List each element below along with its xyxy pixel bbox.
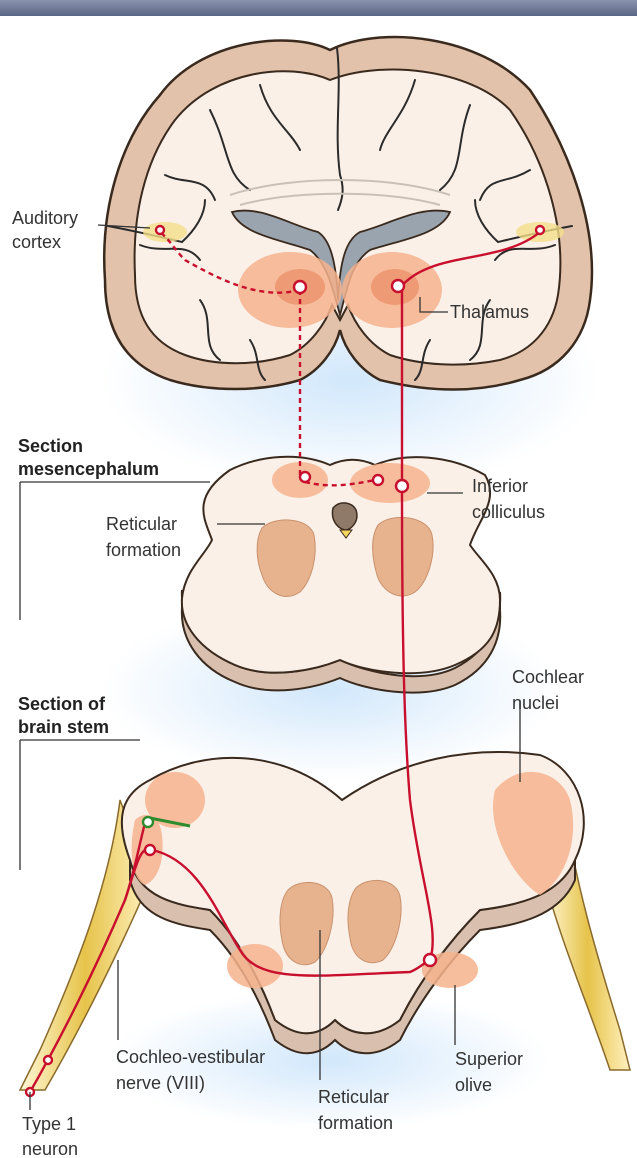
label-section-mesencephalum-line1: Section: [18, 436, 83, 456]
label-superior-olive-line2: olive: [455, 1075, 492, 1095]
label-superior-olive-line1: Superior: [455, 1049, 523, 1069]
label-auditory-cortex-line1: Auditory: [12, 208, 78, 228]
brain-coronal-section: [104, 37, 592, 389]
label-reticular-lower-line2: formation: [318, 1113, 393, 1133]
label-reticular-upper-line1: Reticular: [106, 514, 177, 534]
label-thalamus: Thalamus: [450, 302, 529, 322]
label-inferior-colliculus-line1: Inferior: [472, 476, 528, 496]
label-reticular-upper-line2: formation: [106, 540, 181, 560]
label-cochlear-nuclei-line1: Cochlear: [512, 667, 584, 687]
mesencephalum-section: [182, 457, 500, 693]
mesencephalum-surface: [182, 457, 500, 673]
label-type1-neuron-line2: neuron: [22, 1139, 78, 1158]
label-section-mesencephalum-line2: mesencephalum: [18, 459, 159, 479]
label-inferior-colliculus-line2: colliculus: [472, 502, 545, 522]
label-section-brain-stem-line2: brain stem: [18, 717, 109, 737]
label-section-brain-stem-line1: Section of: [18, 694, 106, 714]
label-auditory-cortex-line2: cortex: [12, 232, 61, 252]
label-cochleo-vestibular-nerve-line2: nerve (VIII): [116, 1073, 205, 1093]
label-type1-neuron-line1: Type 1: [22, 1114, 76, 1134]
label-reticular-lower-line1: Reticular: [318, 1087, 389, 1107]
label-cochlear-nuclei-line2: nuclei: [512, 693, 559, 713]
label-cochleo-vestibular-nerve-line1: Cochleo-vestibular: [116, 1047, 265, 1067]
